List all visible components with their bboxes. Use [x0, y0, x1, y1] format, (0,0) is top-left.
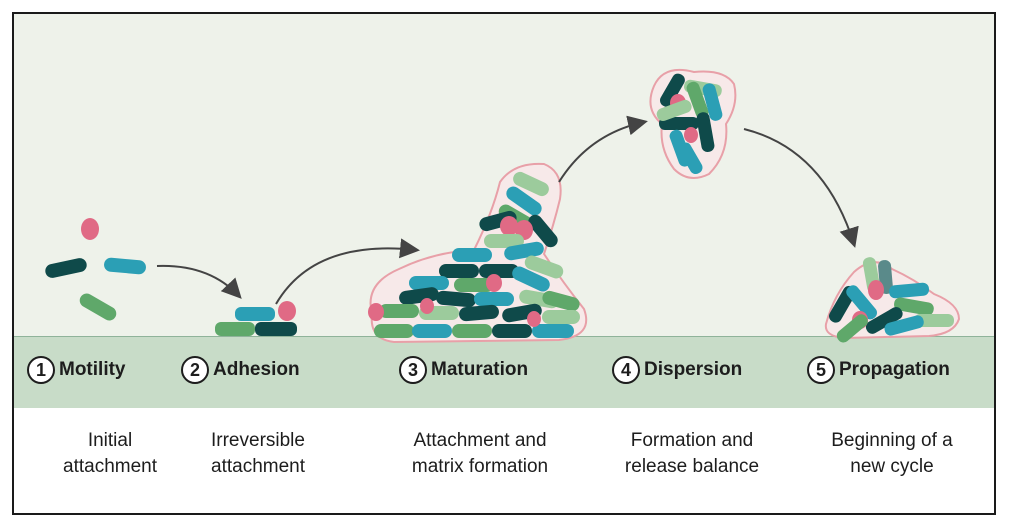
stage-2-label: 2 Adhesion	[181, 356, 300, 384]
stage-5-name: Propagation	[839, 359, 950, 380]
stage-2-description: Irreversible attachment	[211, 428, 305, 480]
coccus	[81, 218, 99, 240]
stage-5-desc-line1: Beginning of a	[831, 430, 953, 451]
stage-3-number: 3	[399, 356, 427, 384]
bacterium	[79, 293, 117, 321]
arrow-dispersion-to-propagation	[743, 128, 859, 248]
bacterium	[45, 258, 87, 278]
stage-1-desc-line1: Initial	[87, 430, 133, 451]
stage-3-desc-line2: matrix formation	[411, 456, 549, 477]
stage-3-desc-line1: Attachment and	[413, 430, 547, 451]
stage-5-number: 5	[807, 356, 835, 384]
coccus	[278, 301, 296, 321]
adhesion-bacteria	[215, 301, 297, 336]
stage-2-name: Adhesion	[213, 359, 300, 380]
figure-frame: 1 Motility 2 Adhesion 3 Maturation 4 Dis…	[12, 12, 996, 515]
bacterium	[104, 257, 146, 275]
arrow-adhesion-to-maturation	[275, 238, 420, 305]
stage-3-name: Maturation	[431, 359, 529, 380]
stage-4-desc-line1: Formation and	[630, 430, 754, 451]
biofilm-illustration	[45, 68, 961, 344]
stage-4-number: 4	[612, 356, 640, 384]
stage-4-desc-line2: release balance	[624, 456, 760, 477]
stage-1-number: 1	[27, 356, 55, 384]
stage-5-description: Beginning of a new cycle	[831, 428, 953, 480]
stage-5-label: 5 Propagation	[807, 356, 950, 384]
arrow-motility-to-adhesion	[156, 264, 242, 299]
stage-4-name: Dispersion	[644, 359, 743, 380]
stage-2-desc-line1: Irreversible	[211, 430, 305, 451]
stage-1-name: Motility	[59, 359, 126, 380]
bacterium	[255, 322, 297, 336]
stage-3-description: Attachment and matrix formation	[412, 428, 548, 480]
stage-1-desc-line2: attachment	[63, 456, 157, 477]
stage-1-label: 1 Motility	[27, 356, 126, 384]
maturation-biofilm	[368, 162, 588, 344]
arrow-maturation-to-dispersion	[558, 115, 648, 183]
stage-5-desc-line2: new cycle	[850, 456, 934, 477]
stage-3-label: 3 Maturation	[399, 356, 528, 384]
stage-2-number: 2	[181, 356, 209, 384]
stage-4-description: Formation and release balance	[625, 428, 759, 480]
propagation-cluster	[824, 257, 961, 343]
bacterium	[215, 322, 255, 336]
stage-4-label: 4 Dispersion	[612, 356, 742, 384]
motility-bacteria	[45, 218, 146, 321]
stage-1-description: Initial attachment	[63, 428, 157, 480]
dispersion-cluster	[649, 68, 737, 179]
bacterium	[235, 307, 275, 321]
stage-2-desc-line2: attachment	[211, 456, 305, 477]
